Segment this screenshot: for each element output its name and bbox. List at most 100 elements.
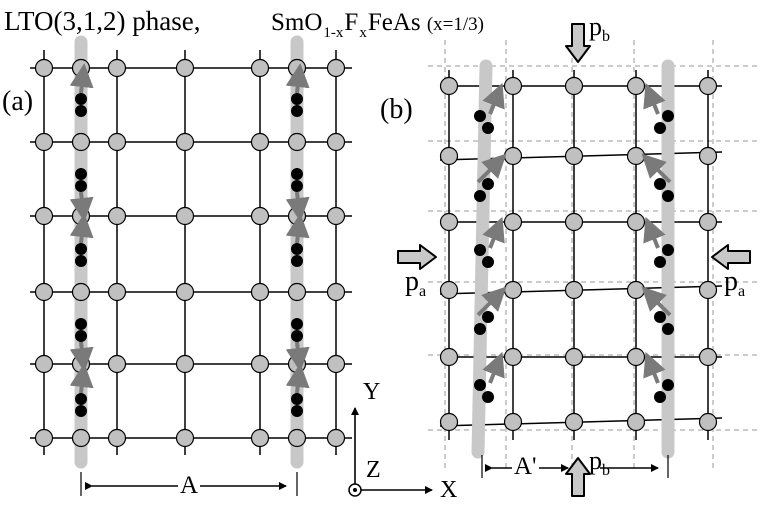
panel-a-label: (a) bbox=[2, 86, 34, 117]
panel-b-node bbox=[698, 212, 718, 232]
compound-formula: SmO1-xFxFeAs (x=1/3) bbox=[271, 10, 484, 41]
panel-b-dimer-atom bbox=[662, 190, 674, 202]
panel-b-spin-arrow bbox=[641, 153, 672, 184]
panel-a-dimer-atom bbox=[291, 405, 303, 417]
panel-a-lattice bbox=[30, 35, 352, 469]
panel-a-node bbox=[107, 282, 127, 302]
panel-b-dimer-atom bbox=[662, 379, 674, 391]
panel-b-node bbox=[564, 146, 584, 166]
panel-a-node bbox=[175, 282, 195, 302]
panel-b-node bbox=[564, 280, 584, 300]
pressure-a-right-arrow bbox=[711, 244, 751, 270]
panel-b-dimer-atom bbox=[654, 391, 666, 403]
panel-a-node bbox=[71, 58, 91, 78]
annotations bbox=[80, 23, 751, 497]
panel-b-node bbox=[503, 412, 523, 432]
pressure-b-bottom-subscript: b bbox=[602, 462, 610, 479]
pressure-a-right-symbol: p bbox=[724, 266, 738, 297]
panel-b-spin-arrow bbox=[476, 286, 507, 317]
figure-title: LTO(3,1,2) phase, bbox=[4, 6, 201, 36]
panel-b-node bbox=[698, 412, 718, 432]
panel-a-dimer-atom bbox=[75, 93, 87, 105]
panel-b-dimer-atom bbox=[474, 244, 486, 256]
compound-x-value: (x=1/3) bbox=[426, 14, 485, 35]
panel-a-dimer-atom bbox=[75, 255, 87, 267]
pressure-a-left-label: pa bbox=[405, 268, 426, 300]
panel-a-node bbox=[107, 206, 127, 226]
panel-a-node bbox=[326, 206, 346, 226]
panel-a-dimer-atom bbox=[291, 393, 303, 405]
panel-a-dimer-atom bbox=[75, 168, 87, 180]
panel-a-node bbox=[71, 282, 91, 302]
pressure-b-bottom-arrow bbox=[565, 457, 591, 497]
panel-b-dimension-label: A' bbox=[512, 453, 539, 480]
panel-a-dimer-atom bbox=[291, 330, 303, 342]
panel-b-spin-arrow bbox=[643, 216, 666, 249]
pressure-a-left-subscript: a bbox=[419, 283, 427, 300]
panel-a-node bbox=[250, 58, 270, 78]
panel-a-dimer-atom bbox=[291, 168, 303, 180]
panel-b-node bbox=[439, 76, 459, 96]
panel-b-dimer-atom bbox=[482, 256, 494, 268]
panel-a-spin-arrow bbox=[285, 63, 310, 94]
panel-b-dimer-atom bbox=[482, 311, 494, 323]
panel-b-node bbox=[698, 280, 718, 300]
panel-a-node bbox=[34, 282, 54, 302]
panel-b-node bbox=[698, 146, 718, 166]
panel-a-node bbox=[287, 58, 307, 78]
panel-a-node bbox=[34, 58, 54, 78]
compound-tail: FeAs bbox=[367, 9, 421, 36]
panel-b-dimer-atom bbox=[654, 311, 666, 323]
panel-a-dimer-atom bbox=[75, 105, 87, 117]
panel-a-node bbox=[326, 354, 346, 374]
panel-a-node bbox=[107, 132, 127, 152]
panel-a-spin-arrow bbox=[285, 363, 310, 394]
panel-b-node bbox=[503, 146, 523, 166]
panel-b-node bbox=[564, 347, 584, 367]
panel-b-node bbox=[626, 146, 646, 166]
panel-a-dimer-atom bbox=[75, 330, 87, 342]
panel-a-dimer-atom bbox=[291, 243, 303, 255]
pressure-b-top-arrow bbox=[565, 23, 591, 63]
panel-b-node bbox=[626, 347, 646, 367]
panel-a-spin-arrow bbox=[69, 363, 94, 394]
panel-a-node bbox=[34, 428, 54, 448]
panel-a-node bbox=[107, 58, 127, 78]
panel-a-node bbox=[287, 428, 307, 448]
panel-b-dimer-atom bbox=[654, 256, 666, 268]
panel-a-spin-arrow bbox=[285, 191, 310, 222]
panel-a-node bbox=[326, 132, 346, 152]
panel-a-node bbox=[287, 132, 307, 152]
panel-a-node bbox=[175, 428, 195, 448]
panel-b-spin-arrow bbox=[476, 153, 507, 184]
compound-base: SmO bbox=[271, 9, 323, 36]
panel-b-node bbox=[564, 212, 584, 232]
pressure-b-top-symbol: p bbox=[589, 12, 602, 41]
panel-b-node bbox=[439, 212, 459, 232]
pressure-b-bottom-symbol: p bbox=[589, 446, 602, 475]
panel-b-dimer-atom bbox=[474, 110, 486, 122]
panel-a-node bbox=[34, 206, 54, 226]
panel-a-dimer-atom bbox=[291, 318, 303, 330]
panel-b-node bbox=[503, 347, 523, 367]
panel-a-node bbox=[71, 132, 91, 152]
panel-a-node bbox=[250, 206, 270, 226]
panel-b-dimer-atom bbox=[474, 379, 486, 391]
panel-a-spin-arrow bbox=[69, 213, 94, 244]
panel-b-dimer-atom bbox=[662, 110, 674, 122]
panel-b-lattice bbox=[428, 40, 760, 470]
pressure-b-bottom-label: pb bbox=[589, 448, 610, 479]
panel-b-label: (b) bbox=[380, 94, 413, 125]
panel-a-node bbox=[250, 132, 270, 152]
panel-b-node bbox=[439, 347, 459, 367]
panel-b-spin-arrow bbox=[482, 351, 505, 384]
panel-b-node bbox=[698, 76, 718, 96]
panel-b-node bbox=[503, 212, 523, 232]
panel-a-node bbox=[34, 354, 54, 374]
panel-b-node bbox=[503, 280, 523, 300]
pressure-a-left-symbol: p bbox=[405, 266, 419, 297]
panel-b-dimer-atom bbox=[482, 391, 494, 403]
compound-mid: F bbox=[344, 9, 359, 36]
